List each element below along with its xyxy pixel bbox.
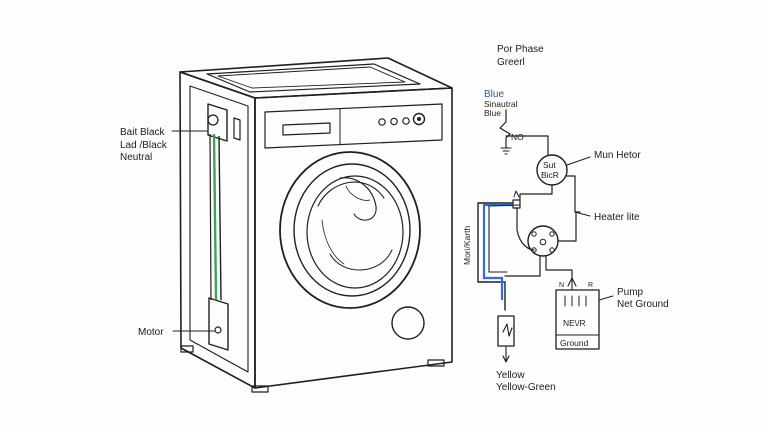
wire-motor-right	[566, 175, 581, 213]
label-n: N	[559, 282, 564, 289]
label-heater-lite: Heater lite	[594, 212, 640, 223]
drum-lower-arc	[329, 249, 393, 271]
control-button-1	[378, 118, 386, 126]
machine-label-leaders	[171, 130, 215, 332]
heater-center	[539, 238, 547, 246]
label-blue-small: Blue	[484, 108, 501, 118]
foot-rear-left	[180, 345, 194, 353]
label-ne-nr: NE\/R	[563, 318, 586, 328]
label-bicr: BicR	[541, 170, 559, 180]
wire-black-loop	[477, 202, 514, 311]
wire-motor-down	[519, 184, 553, 201]
cabinet-front-panel	[254, 87, 453, 389]
switch-symbol	[499, 109, 511, 149]
drum-paddle-arc	[317, 181, 385, 207]
leader-heater-lite	[574, 211, 591, 217]
wire-black-side	[218, 135, 222, 301]
label-sut: Sut	[543, 160, 556, 170]
thermostat-contact	[502, 323, 513, 337]
door-inner-ring	[293, 163, 411, 297]
program-knob	[412, 112, 426, 126]
pump-block	[555, 289, 600, 350]
label-greerl: Greerl	[497, 57, 525, 68]
label-bait-black: Bait Black	[120, 127, 165, 138]
label-mun-hetor: Mun Hetor	[594, 150, 641, 161]
heater-pin-4	[549, 247, 555, 253]
washing-machine	[179, 57, 453, 393]
leader-mun-hetor	[566, 156, 591, 166]
leader-pump	[598, 295, 614, 301]
control-button-3	[402, 117, 410, 125]
top-recess	[206, 63, 421, 93]
connector-tab	[513, 190, 520, 198]
top-recess-inner	[217, 66, 406, 89]
label-yellow: Yellow	[496, 370, 525, 381]
terminal-screw-top	[207, 114, 219, 126]
label-ground: Ground	[560, 338, 589, 348]
label-motor: Motor	[138, 327, 164, 338]
wire-heater-pump	[545, 255, 573, 281]
motor-terminal	[214, 326, 222, 334]
terminal-bracket-top	[207, 103, 228, 142]
label-lad-black: Lad /Black	[120, 140, 168, 151]
foot-front-right	[427, 359, 445, 367]
label-yellow-green: Yellow-Green	[496, 382, 556, 393]
wire-neutral-side	[209, 133, 212, 301]
wire-heater-right	[557, 211, 577, 242]
label-net-ground: Net Ground	[617, 299, 669, 310]
label-por-phase: Por Phase	[497, 44, 544, 55]
foot-front-left	[251, 385, 269, 393]
schematic	[477, 109, 614, 363]
label-r: R	[588, 282, 593, 289]
wire-green-side	[212, 133, 218, 301]
pump-input-arrow	[567, 277, 577, 287]
heater-pin-2	[549, 231, 555, 237]
drum-detail-line-2	[321, 219, 345, 265]
connector-block	[512, 199, 521, 209]
label-neutral: Neutral	[120, 152, 152, 163]
door-glass	[306, 175, 404, 289]
cabinet-top	[179, 57, 453, 99]
terminal-bracket-bottom	[208, 297, 229, 351]
rear-clip	[233, 117, 241, 141]
drain-filter-cap	[391, 306, 425, 340]
drum-curve	[339, 177, 377, 221]
drum-detail-line	[345, 185, 371, 201]
wire-heater-left	[504, 255, 541, 277]
wire-connector-heater	[516, 207, 535, 251]
label-sinautral: Sinautral	[484, 99, 518, 109]
door-outer-ring	[279, 151, 421, 309]
label-blue: Blue	[484, 89, 504, 100]
control-panel	[264, 103, 443, 149]
label-no: NO	[511, 132, 524, 142]
label-mori-karth: Mori/Karth	[462, 226, 472, 265]
label-pump: Pump	[617, 287, 644, 298]
display-window	[282, 122, 331, 136]
wire-blue	[482, 203, 513, 300]
heater-pin-1	[531, 231, 537, 237]
thermostat-box	[497, 315, 515, 347]
wire-inner-loop	[488, 204, 521, 273]
program-knob-center	[417, 117, 421, 121]
thermostat-arrow	[502, 355, 510, 363]
side-inner-frame	[189, 85, 249, 373]
control-button-2	[390, 117, 398, 126]
